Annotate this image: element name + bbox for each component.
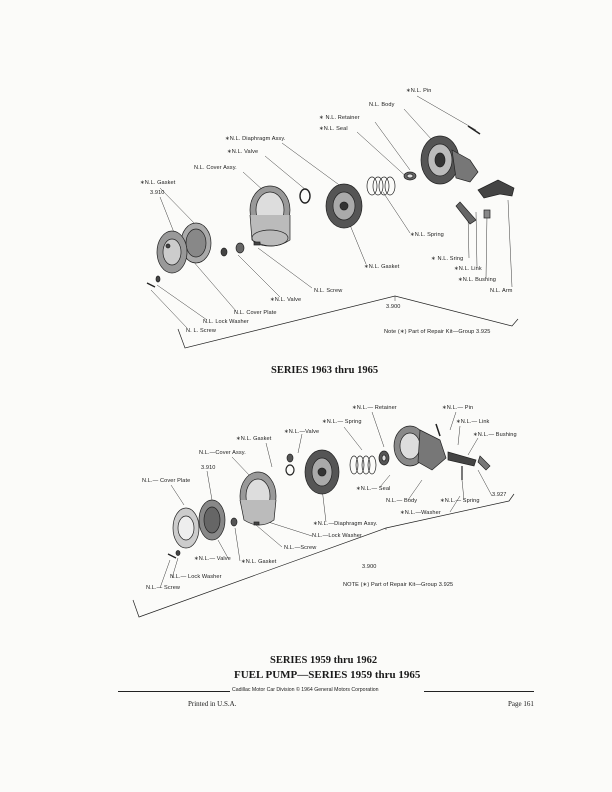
label-top-seal: ∗N.L. Seal [319,126,348,132]
top-diaphragm [325,183,363,229]
label-bot-gasket-top: ∗N.L. Gasket [236,436,272,442]
bottom-gasket [198,499,226,541]
top-pump-body [420,125,481,185]
label-top-diaphragm: ∗N.L. Diaphragm Assy. [225,136,286,142]
label-top-spring: ∗N.L. Spring [410,232,444,238]
label-bot-spring-top: ∗N.L.— Spring [322,419,362,425]
label-top-bushing: ∗N.L. Bushing [458,277,497,283]
bottom-diaphragm [304,449,340,495]
bottom-leader-lines [159,411,493,589]
label-bot-spring-mid: ∗N.L.— Spring [440,498,480,504]
top-valve-ring [299,188,311,204]
label-top-pin: ∗N.L. Pin [406,88,432,94]
label-top-cover-plate: N.L. Cover Plate [234,310,277,316]
footer-printed: Printed in U.S.A. [188,700,237,708]
bottom-pump-body [393,423,447,471]
label-top-body: N.L. Body [369,102,395,108]
label-top-cover-assy: N.L. Cover Assy. [194,165,237,171]
label-top-screw-mid: N.L. Screw [314,288,343,294]
label-top-lock-washer: N.L. Lock Washer [203,319,249,325]
title-series-1959-1962: SERIES 1959 thru 1962 [270,655,378,666]
bottom-cover-plate [172,507,200,549]
label-top-valve-low: ∗N.L. Valve [270,297,302,303]
label-top-sring: ∗ N.L. Sring [431,256,464,262]
label-bot-valve-low: ∗N.L.— Valve [194,556,231,562]
label-bot-screw-low: N.L.— Screw [146,585,181,591]
label-bot-washer: ∗N.L.—Washer [400,510,441,516]
bottom-link [447,451,491,480]
top-small-parts [220,241,261,257]
label-bot-lock-washer-low: N.L.— Lock Washer [170,574,222,580]
label-bot-pin: ∗N.L.— Pin [442,405,474,411]
top-link [455,201,491,225]
label-top-screw-low: N. L. Screw [186,328,217,334]
label-bot-3900: 3.900 [362,564,377,570]
label-bot-diaphragm: ∗N.L.—Diaphragm Assy. [313,521,378,527]
footer-page-number: Page 161 [508,700,534,708]
label-top-retainer: ∗ N.L. Retainer [319,115,360,121]
footer-rule-left [118,691,230,692]
top-spring [366,176,396,196]
label-bot-valve-top: ∗N.L.—Valve [284,429,320,435]
label-bot-body: N.L.— Body [386,498,418,504]
label-top-3910: 3.910 [150,190,165,196]
label-bot-seal: ∗N.L.— Seal [356,486,391,492]
top-screw-washer [146,275,161,288]
label-bot-retainer: ∗N.L.— Retainer [352,405,397,411]
top-cover-assy [249,185,291,247]
label-top-3900: 3.900 [386,304,401,310]
label-bot-3927: 3.927 [492,492,507,498]
title-series-1963-1965: SERIES 1963 thru 1965 [271,365,379,376]
top-arm [477,179,515,199]
bottom-seal [378,450,390,466]
label-top-link: ∗N.L. Link [454,266,482,272]
top-seal-retainer [403,171,417,181]
bottom-spring [349,455,377,475]
footer-division: Cadillac Motor Car Division © 1964 Gener… [232,687,379,693]
label-top-gasket-mid: ∗N.L. Gasket [364,264,400,270]
label-top-gasket: ∗N.L. Gasket [140,180,176,186]
label-bot-3910: 3.910 [201,465,216,471]
label-top-note: Note (∗) Part of Repair Kit—Group 3.925 [384,329,491,335]
label-bot-screw-mid: N.L.—Screw [284,545,317,551]
label-bot-gasket-low: ∗N.L. Gasket [241,559,277,565]
label-bot-cover-assy: N.L.—Cover Assy. [199,450,246,456]
label-bot-cover-plate: N.L.— Cover Plate [142,478,191,484]
top-gasket [180,222,212,264]
label-bot-bushing: ∗N.L.— Bushing [473,432,517,438]
label-top-arm: N.L. Arm [490,288,513,294]
footer-rule-right [424,691,534,692]
label-bot-link: ∗N.L.— Link [456,419,490,425]
top-cover-plate [156,230,188,274]
title-fuel-pump: FUEL PUMP—SERIES 1959 thru 1965 [234,669,421,681]
bottom-cover-assy [239,471,277,526]
label-top-valve: ∗N.L. Valve [227,149,259,155]
label-bot-note: NOTE (∗) Part of Repair Kit—Group 3.925 [343,582,454,588]
bottom-small-parts [167,517,260,559]
top-leader-lines [150,95,513,329]
label-bot-lock-washer-mid: N.L.—Lock Washer [312,533,362,539]
bottom-valve-ring [285,453,295,476]
